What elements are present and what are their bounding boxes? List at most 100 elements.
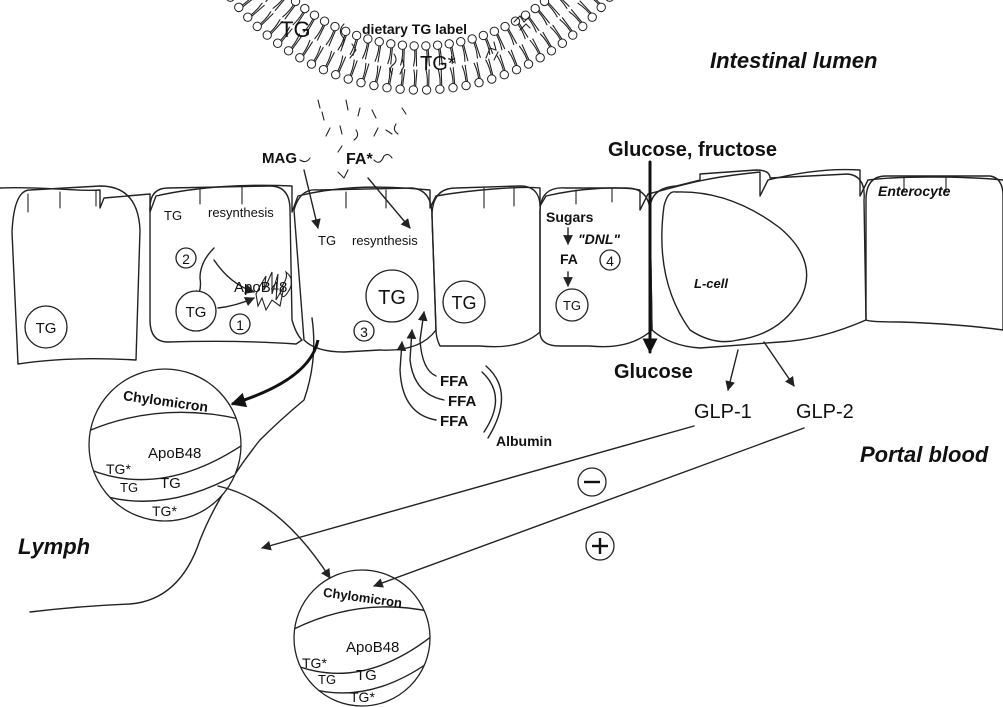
chylomicron-1-tg: TG bbox=[160, 475, 181, 492]
lipid-head bbox=[410, 42, 418, 50]
lipid-head bbox=[479, 31, 487, 39]
lipid-head bbox=[449, 84, 457, 92]
lipid-head bbox=[244, 13, 252, 21]
cell-1-microvilli bbox=[28, 190, 96, 212]
lipid-head bbox=[352, 31, 360, 39]
lipid-head bbox=[422, 86, 430, 94]
tg-resynthesis-1-label: resynthesis bbox=[208, 205, 274, 220]
mag-squiggle bbox=[300, 158, 310, 162]
lipid-head bbox=[579, 22, 587, 30]
chylomicron-2-tg-star-b: TG* bbox=[350, 689, 375, 705]
lipid-head bbox=[540, 0, 548, 6]
lipid-head bbox=[488, 75, 496, 83]
lipid-head bbox=[588, 13, 596, 21]
glp2-secretion-arrow bbox=[764, 342, 794, 386]
lipid-head bbox=[319, 66, 327, 74]
lipid-head bbox=[457, 38, 465, 46]
tg-droplet-cell-5-label: TG bbox=[563, 298, 581, 313]
lipid-head bbox=[396, 85, 404, 93]
lipid-head bbox=[310, 11, 318, 19]
dispersing-lipid-dashes bbox=[318, 100, 406, 152]
lipid-tail bbox=[553, 0, 569, 8]
chylomicron-1-tg-star-a: TG* bbox=[106, 461, 131, 477]
chylomicron-2-tg-small: TG bbox=[318, 672, 336, 687]
lipid-head bbox=[436, 85, 444, 93]
chylomicron-transit-arrow bbox=[218, 486, 330, 578]
lipid-head bbox=[536, 54, 544, 62]
lipid-head bbox=[531, 4, 539, 12]
lipid-head bbox=[468, 35, 476, 43]
lipid-head bbox=[605, 0, 613, 1]
dietary-tg-label-text: dietary TG label bbox=[362, 21, 467, 37]
lipid-head bbox=[331, 22, 339, 30]
cell-4-microvilli bbox=[484, 188, 514, 208]
glp2-stimulation-arrow bbox=[374, 428, 804, 586]
lipid-head bbox=[475, 78, 483, 86]
tg-resynthesis-2-tg: TG bbox=[318, 233, 336, 248]
lipid-head bbox=[433, 41, 441, 49]
tg-droplet-cell-2-label: TG bbox=[186, 304, 207, 321]
ffa-label-1: FFA bbox=[440, 373, 468, 390]
lipid-head bbox=[291, 0, 299, 6]
chylomicron-2-apob48: ApoB48 bbox=[346, 639, 399, 656]
lipid-head bbox=[524, 60, 532, 68]
chylomicron-2: Chylomicron ApoB48 TG* TG TG TG* bbox=[292, 570, 432, 706]
lipid-head bbox=[462, 81, 470, 89]
chylomicron-1-apob48: ApoB48 bbox=[148, 445, 201, 462]
fa-star-label: FA* bbox=[346, 151, 373, 168]
tg-to-apob48-arrow bbox=[218, 298, 254, 308]
lipid-head bbox=[263, 31, 271, 39]
lymph-label: Lymph bbox=[18, 534, 90, 559]
micelle-lipid-layer bbox=[193, 0, 646, 94]
tg-resynthesis-2-label: resynthesis bbox=[352, 233, 418, 248]
fa-uptake-arrow bbox=[368, 178, 410, 228]
intestinal-lumen-label: Intestinal lumen bbox=[710, 48, 877, 73]
lipid-head bbox=[284, 47, 292, 55]
lipid-head bbox=[296, 54, 304, 62]
lipid-head bbox=[490, 27, 498, 35]
ffa-uptake-arrow-2 bbox=[410, 330, 444, 400]
albumin-curve-outer bbox=[486, 366, 502, 438]
enterocyte-cell-7 bbox=[866, 176, 1003, 330]
fa-squiggle-2 bbox=[338, 170, 348, 178]
l-cell-label: L-cell bbox=[694, 276, 728, 291]
lipid-head bbox=[569, 31, 577, 39]
chylomicron-2-tg-star-a: TG* bbox=[302, 655, 327, 671]
chylomicron-2-tg: TG bbox=[356, 667, 377, 684]
glp1-secretion-arrow bbox=[728, 350, 738, 390]
lipid-head bbox=[226, 0, 234, 1]
mag-label: MAG bbox=[262, 150, 297, 167]
chylomicron-1-tg-star-b: TG* bbox=[152, 503, 177, 519]
enterocyte-cell-6 bbox=[650, 170, 866, 348]
step-2-number: 2 bbox=[182, 251, 190, 267]
cell-2-microvilli bbox=[200, 186, 242, 204]
tg-droplet-cell-4-label: TG bbox=[452, 293, 477, 313]
lipid-head bbox=[398, 41, 406, 49]
albumin-curve-inner bbox=[482, 372, 496, 432]
portal-blood-label: Portal blood bbox=[860, 442, 989, 467]
glp2-label: GLP-2 bbox=[796, 401, 854, 423]
lipid-head bbox=[547, 47, 555, 55]
epithelial-cell-layer bbox=[0, 169, 1003, 364]
step-1-number: 1 bbox=[236, 317, 244, 333]
lipid-head bbox=[341, 27, 349, 35]
lipid-head bbox=[501, 22, 509, 30]
lipid-head bbox=[445, 40, 453, 48]
lipid-head bbox=[320, 17, 328, 25]
lipid-head bbox=[422, 42, 430, 50]
ffa-uptake-arrow-1 bbox=[420, 312, 436, 376]
tg-droplet-cell-1-label: TG bbox=[36, 320, 57, 337]
chylomicron-1-tg-small: TG bbox=[120, 480, 138, 495]
tg-resynthesis-1-tg: TG bbox=[164, 208, 182, 223]
lipid-head bbox=[332, 71, 340, 79]
enterocyte-cell-4 bbox=[432, 186, 540, 347]
ffa-label-2: FFA bbox=[448, 393, 476, 410]
glucose-fructose-label: Glucose, fructose bbox=[608, 139, 777, 161]
lipid-head bbox=[301, 4, 309, 12]
glp1-label: GLP-1 bbox=[694, 401, 752, 423]
lipid-head bbox=[383, 84, 391, 92]
lipid-head bbox=[253, 22, 261, 30]
chylomicron-secretion-arrow bbox=[232, 340, 318, 404]
ffa-uptake-arrow-3 bbox=[400, 342, 436, 420]
